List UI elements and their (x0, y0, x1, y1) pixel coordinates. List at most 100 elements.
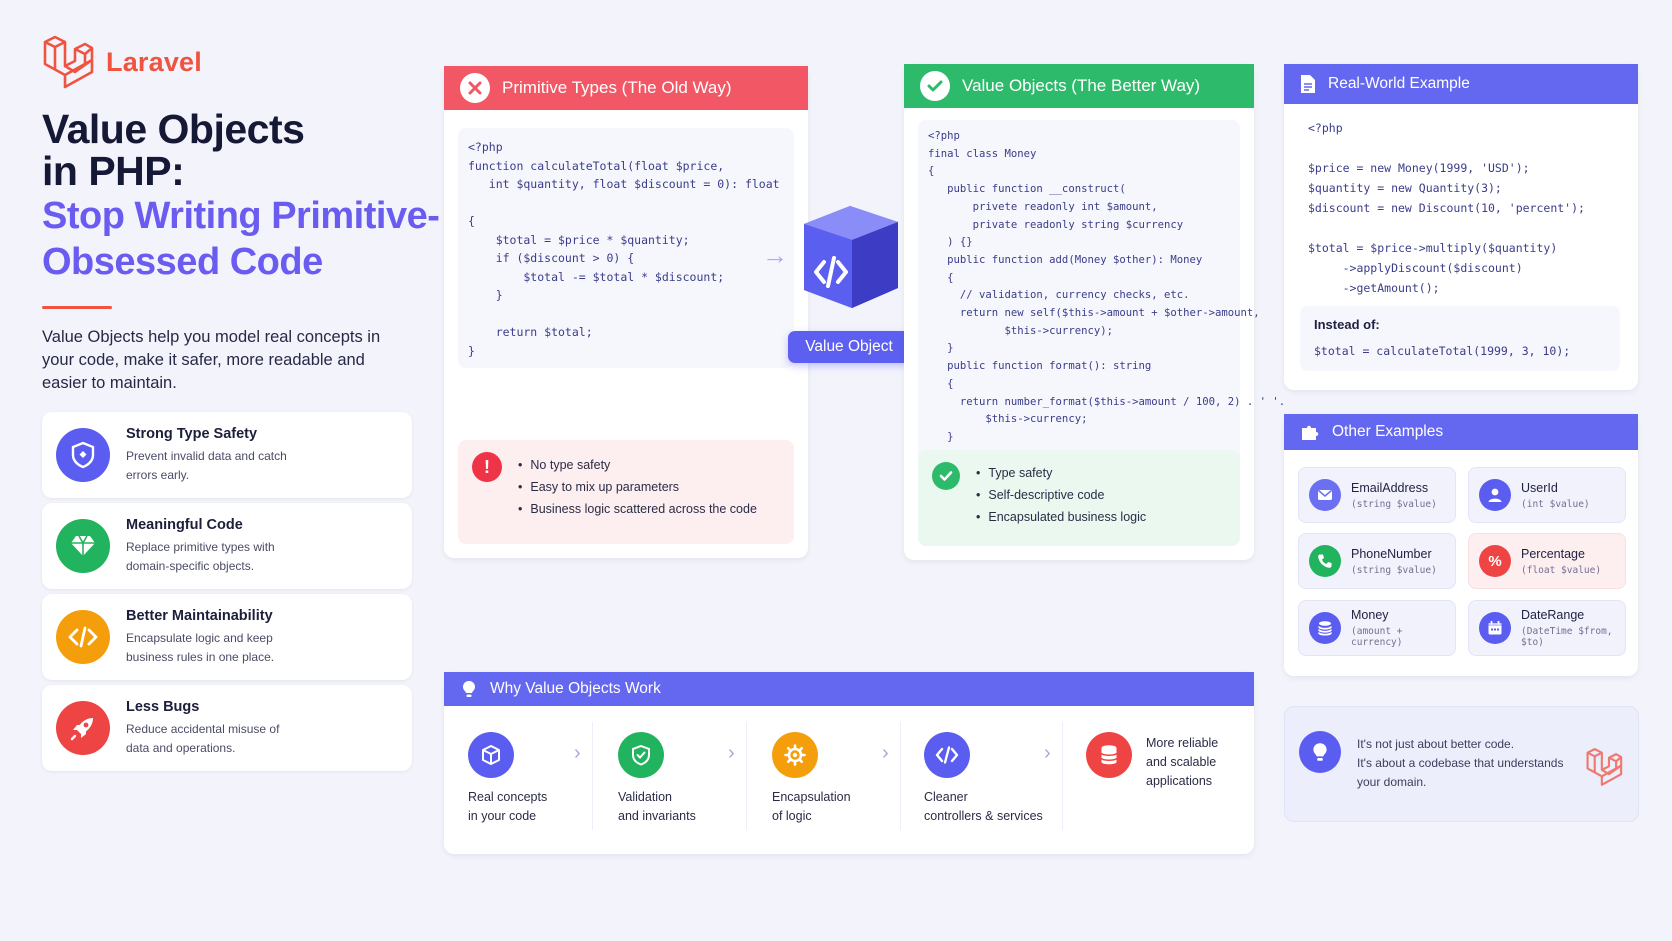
value-benefit-list: Type safety Self-descriptive code Encaps… (976, 462, 1146, 528)
benefit-card-meaningful: Meaningful Code Replace primitive types … (42, 503, 412, 589)
list-item: Encapsulated business logic (976, 506, 1146, 528)
benefit-title: Less Bugs (126, 698, 200, 715)
step-label: More reliable and scalable applications (1146, 736, 1219, 788)
benefit-desc: Reduce accidental misuse of data and ope… (126, 721, 280, 755)
coins-icon (1309, 612, 1341, 644)
other-examples-header: Other Examples (1284, 414, 1638, 450)
example-signature: (DateTime $from, $to) (1521, 626, 1613, 648)
example-name: Money (1351, 608, 1389, 622)
shield-icon (56, 428, 110, 482)
title-line-1: Value Objects (42, 106, 305, 152)
code-icon (56, 610, 110, 664)
instead-of-label: Instead of: (1314, 317, 1380, 332)
primitive-card-title: Primitive Types (The Old Way) (502, 78, 732, 97)
why-title: Why Value Objects Work (490, 680, 661, 697)
example-signature: (string $value) (1351, 564, 1437, 576)
benefit-card-less-bugs: Less Bugs Reduce accidental misuse of da… (42, 685, 412, 771)
example-signature: (int $value) (1521, 498, 1590, 510)
benefit-desc: Encapsulate logic and keep business rule… (126, 630, 275, 664)
why-step-cleaner-code: Cleaner controllers & services (900, 732, 1060, 826)
value-card-title: Value Objects (The Better Way) (962, 76, 1201, 95)
list-item: Business logic scattered across the code (518, 498, 757, 520)
benefit-title: Better Maintainability (126, 607, 273, 624)
list-item: Type safety (976, 462, 1146, 484)
primitive-card-header: Primitive Types (The Old Way) (444, 66, 808, 110)
arrow-right-icon: → (762, 240, 788, 270)
example-percentage: % Percentage(float $value) (1468, 533, 1626, 589)
example-money: Money(amount + currency) (1298, 600, 1456, 656)
alert-icon: ! (472, 452, 502, 482)
chevron-right-icon: › (882, 742, 889, 764)
quote-card: It's not just about better code. It's ab… (1284, 706, 1639, 822)
why-step-validation: Validation and invariants (594, 732, 734, 826)
example-name: PhoneNumber (1351, 546, 1432, 561)
why-value-objects-card: Why Value Objects Work Real concepts in … (444, 672, 1254, 854)
database-icon (1086, 732, 1132, 778)
brand: Laravel (42, 34, 202, 90)
value-object-label: Value Object (788, 331, 910, 363)
instead-of-code: $total = calculateTotal(1999, 3, 10); (1314, 344, 1571, 358)
shield-check-icon (618, 732, 664, 778)
step-label: Cleaner controllers & services (924, 790, 1043, 823)
step-label: Encapsulation of logic (772, 790, 851, 823)
user-icon (1479, 479, 1511, 511)
intro-text: Value Objects help you model real concep… (42, 328, 381, 392)
diamond-icon (56, 519, 110, 573)
value-code: <?php final class Money { public functio… (928, 130, 1286, 461)
benefit-desc: Replace primitive types with domain-spec… (126, 539, 275, 573)
value-object-cube (790, 196, 910, 316)
primitive-code-block: <?php function calculateTotal(float $pri… (458, 128, 794, 368)
example-name: DateRange (1521, 608, 1585, 622)
other-examples-title: Other Examples (1332, 423, 1444, 440)
why-step-encapsulation: Encapsulation of logic (748, 732, 888, 826)
subtitle-line-1: Stop Writing Primitive- (42, 195, 440, 237)
chevron-right-icon: › (728, 742, 735, 764)
example-signature: (string $value) (1351, 498, 1437, 510)
list-item: No type safety (518, 454, 757, 476)
real-world-header: Real-World Example (1284, 64, 1638, 104)
code-icon (924, 732, 970, 778)
check-circle-icon (932, 462, 960, 490)
puzzle-icon (1302, 425, 1319, 440)
example-name: UserId (1521, 480, 1558, 495)
lightbulb-icon (463, 681, 475, 697)
step-label: Real concepts in your code (468, 790, 548, 823)
lightbulb-icon (1299, 731, 1341, 773)
step-label: Validation and invariants (618, 790, 696, 823)
real-world-card: Real-World Example <?php $price = new Mo… (1284, 64, 1638, 390)
list-item: Easy to mix up parameters (518, 476, 757, 498)
example-phone-number: PhoneNumber (string $value) (1298, 533, 1456, 589)
primitive-types-card: Primitive Types (The Old Way) <?php func… (444, 66, 808, 558)
page-title: Value Objects in PHP: Stop Writing Primi… (42, 108, 442, 284)
benefit-card-type-safety: Strong Type Safety Prevent invalid data … (42, 412, 412, 498)
value-code-block: <?php final class Money { public functio… (918, 120, 1285, 498)
value-objects-card: Value Objects (The Better Way) <?php fin… (904, 64, 1285, 560)
why-step-real-concepts: Real concepts in your code (444, 732, 584, 826)
benefit-desc: Prevent invalid data and catch errors ea… (126, 448, 287, 482)
cube-icon (804, 206, 898, 308)
mail-icon (1309, 479, 1341, 511)
value-benefits: Type safety Self-descriptive code Encaps… (918, 450, 1240, 546)
example-name: Percentage (1521, 546, 1585, 561)
subtitle-line-2: Obsessed Code (42, 241, 323, 283)
laravel-logo-icon (1586, 748, 1623, 786)
chevron-right-icon: › (1044, 742, 1051, 764)
example-name: EmailAddress (1351, 480, 1429, 495)
phone-icon (1309, 545, 1341, 577)
real-world-title: Real-World Example (1328, 75, 1470, 92)
instead-of-block: Instead of: $total = calculateTotal(1999… (1300, 306, 1620, 371)
why-header: Why Value Objects Work (444, 672, 1254, 706)
accent-divider (42, 306, 112, 309)
title-line-2: in PHP: (42, 148, 185, 194)
laravel-logo-icon (43, 35, 94, 89)
primitive-code: <?php function calculateTotal(float $pri… (468, 140, 780, 358)
chevron-right-icon: › (574, 742, 581, 764)
example-user-id: UserId (int $value) (1468, 467, 1626, 523)
brand-name: Laravel (106, 46, 202, 77)
example-date-range: DateRange (DateTime $from, $to) (1468, 600, 1626, 656)
close-icon (460, 73, 490, 103)
calendar-icon (1479, 612, 1511, 644)
primitive-issue-list: No type safety Easy to mix up parameters… (518, 454, 757, 520)
cube-icon (468, 732, 514, 778)
percent-icon: % (1479, 545, 1511, 577)
